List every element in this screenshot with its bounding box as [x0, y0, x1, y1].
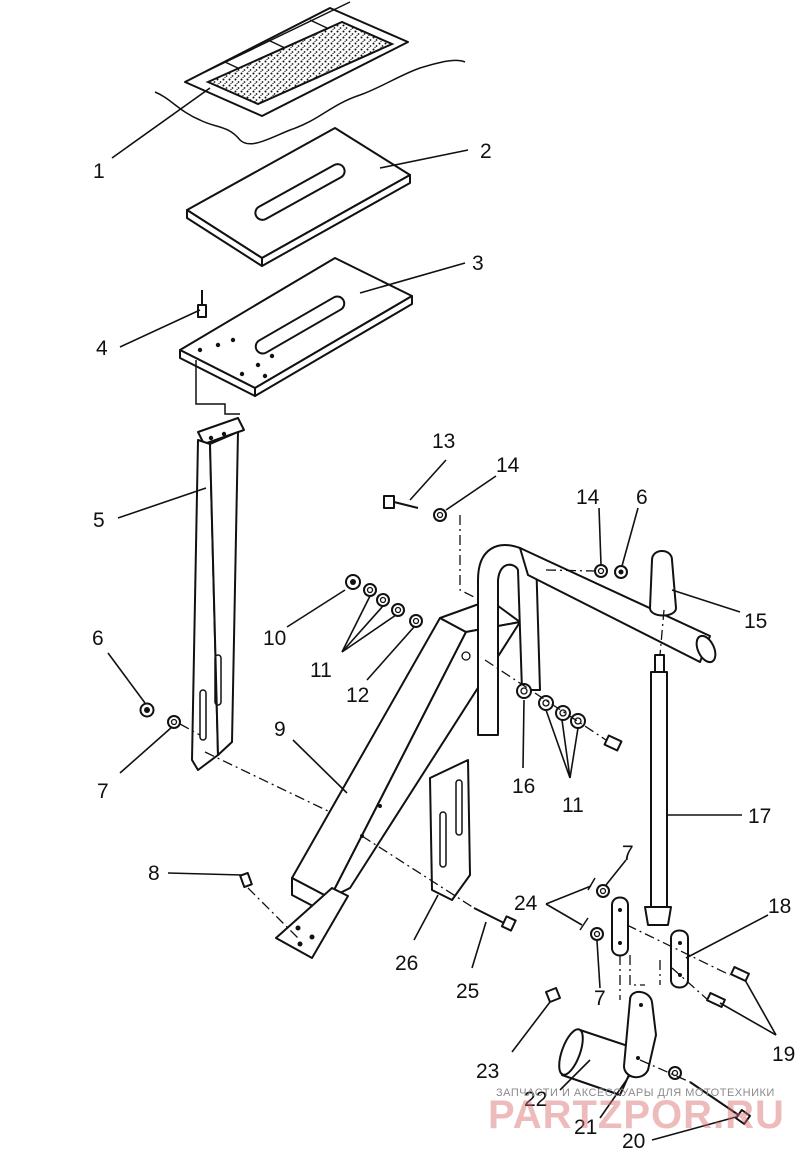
- link-plate-18-part: [670, 929, 689, 989]
- callout-9: 9: [274, 718, 286, 741]
- callout-7-left: 7: [97, 780, 109, 803]
- key-23-part: [545, 987, 561, 1003]
- watermark-brand: PARTZPOR.RU: [488, 1093, 785, 1137]
- callout-5: 5: [93, 509, 105, 532]
- callout-4: 4: [96, 337, 108, 360]
- callout-14-upper: 14: [496, 454, 520, 477]
- callout-labels: 1 2 3 4 5 6 6 7 7 7 8 9 10 11 11 12 13 1…: [92, 140, 795, 1153]
- callout-26: 26: [395, 952, 418, 975]
- watermark-tagline: ЗАПЧАСТИ И АКСЕССУАРЫ ДЛЯ МОТОТЕХНИКИ: [496, 1087, 775, 1099]
- callout-13: 13: [432, 430, 455, 453]
- callout-25: 25: [456, 980, 479, 1003]
- callout-22: 22: [524, 1088, 547, 1111]
- watermark: ЗАПЧАСТИ И АКСЕССУАРЫ ДЛЯ МОТОТЕХНИКИ PA…: [488, 1087, 785, 1137]
- callout-16: 16: [512, 775, 535, 798]
- callout-10: 10: [263, 627, 286, 650]
- nut-6b-part: [614, 565, 628, 579]
- callout-24: 24: [514, 892, 538, 915]
- floor-pad-part: [154, 1, 466, 145]
- callout-6-right: 6: [636, 486, 648, 509]
- leader-lines: [107, 87, 777, 1141]
- callout-1: 1: [93, 160, 105, 183]
- callout-11-upper: 11: [310, 659, 332, 682]
- callout-21: 21: [574, 1116, 597, 1139]
- callout-12: 12: [346, 684, 369, 707]
- left-bracket-part: [191, 417, 245, 771]
- pin-8-part: [239, 871, 253, 889]
- bolt-13-part: [383, 495, 419, 509]
- pins-19-part: [706, 965, 750, 1009]
- cotter-pins-24-part: [579, 877, 596, 931]
- main-tube-part: [275, 599, 521, 959]
- knob-part: [649, 550, 677, 617]
- nut-left-part: [139, 702, 155, 718]
- shift-rod-part: [644, 654, 672, 926]
- washer-stack-lower-part: [516, 683, 623, 752]
- callout-6-left: 6: [92, 627, 104, 650]
- slotted-plate-part: [429, 759, 471, 901]
- callout-7-lower: 7: [594, 987, 606, 1010]
- cylinder-22-part: [558, 1028, 641, 1096]
- callout-7-upper: 7: [622, 842, 634, 865]
- callout-18: 18: [768, 895, 791, 918]
- lever-21-part: [623, 991, 657, 1079]
- callout-8: 8: [148, 862, 160, 885]
- washer-7b-part: [596, 884, 610, 898]
- callout-19: 19: [772, 1043, 795, 1066]
- top-plate-part: [186, 127, 411, 267]
- washer-stack-upper-part: [345, 574, 423, 628]
- washer-7c-part: [590, 927, 604, 941]
- callout-3: 3: [472, 252, 484, 275]
- assembly-lines: [179, 515, 731, 1083]
- link-plate-upper-part: [611, 896, 629, 957]
- callout-20: 20: [622, 1130, 645, 1153]
- washer-14a-part: [433, 508, 447, 522]
- callout-11-lower: 11: [562, 794, 584, 817]
- bolt-20-part: [668, 1066, 751, 1125]
- callout-2: 2: [480, 140, 492, 163]
- washer-left-part: [167, 715, 181, 729]
- washer-14b-part: [594, 564, 608, 578]
- callout-23: 23: [476, 1060, 499, 1083]
- callout-15: 15: [744, 610, 767, 633]
- bolt-25-part: [473, 907, 517, 932]
- callout-14-right: 14: [576, 486, 600, 509]
- pin-part: [197, 290, 207, 318]
- mount-plate-part: [179, 257, 413, 415]
- callout-17: 17: [748, 805, 771, 828]
